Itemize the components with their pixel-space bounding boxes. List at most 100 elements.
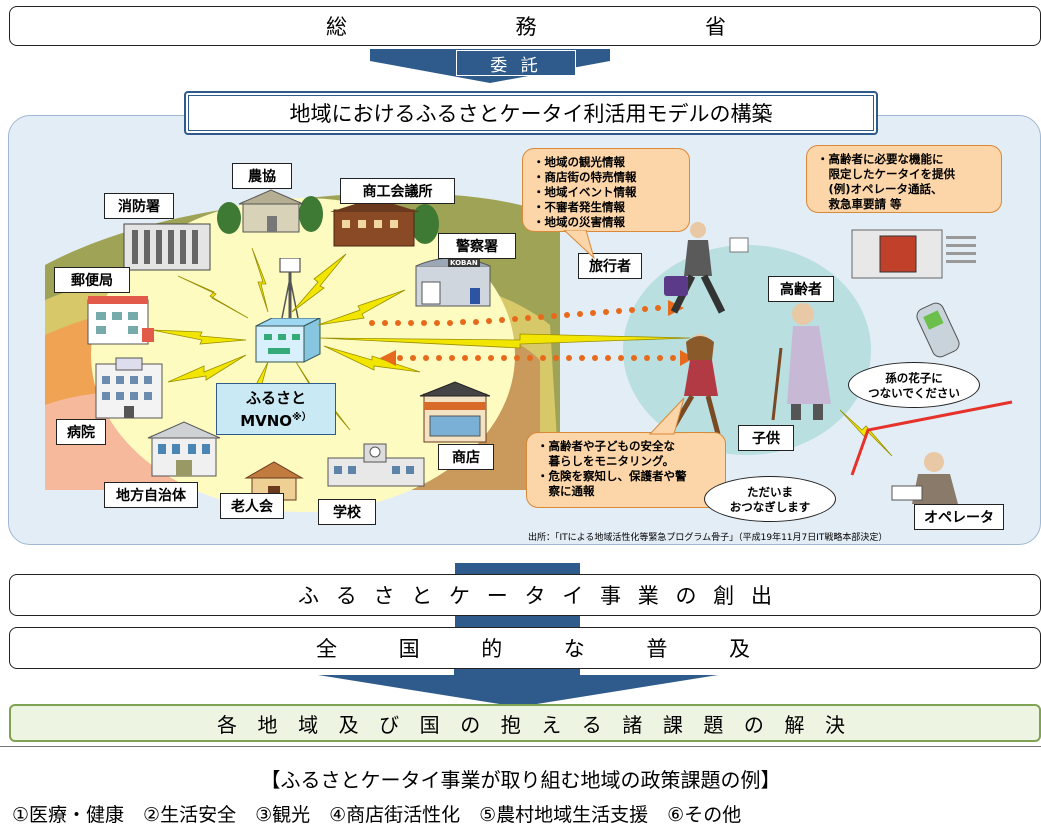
label-nokyo: 農協 <box>232 163 292 189</box>
label-rojinkai: 老人会 <box>220 493 284 519</box>
label-child: 子供 <box>738 425 794 451</box>
handset-phone-icon <box>851 229 976 279</box>
commission-label-box: 委 託 <box>456 50 576 76</box>
model-title-box: 地域におけるふるさとケータイ利活用モデルの構築 <box>184 91 878 135</box>
label-shoten: 商店 <box>438 444 494 470</box>
network-tower <box>279 258 301 319</box>
callout-line: 限定したケータイを提供 <box>817 167 955 181</box>
callout-tourism-info: ・地域の観光情報 ・商店街の特売情報 ・地域イベント情報 ・不審者発生情報 ・地… <box>522 148 690 232</box>
spread-char: 国 <box>398 637 420 661</box>
creation-char: ケ <box>449 584 470 608</box>
callout-tail <box>563 230 595 260</box>
callout-line: ・危険を察知し、保護者や警 <box>537 469 687 483</box>
label-keisatsusho: 警察署 <box>438 233 516 259</box>
creation-char: 創 <box>713 584 735 608</box>
creation-char: 事 <box>600 584 621 608</box>
creation-char: タ <box>524 584 546 608</box>
nokyo-building-icon <box>217 189 323 234</box>
callout-line: ・地域イベント情報 <box>533 185 637 199</box>
callout-line: ・高齢者に必要な機能に <box>817 152 944 166</box>
solution-char: え <box>541 712 562 737</box>
shop-icon <box>419 381 491 443</box>
creation-char: ふ <box>298 584 319 608</box>
divider <box>0 746 1041 747</box>
callout-line: 暮らしをモニタリング。 <box>537 454 675 468</box>
creation-char: さ <box>373 584 395 608</box>
label-chiho: 地方自治体 <box>104 482 198 508</box>
callout-line: 救急車要請 等 <box>817 197 902 211</box>
solution-char: 決 <box>824 712 845 737</box>
solution-char: 題 <box>703 712 724 737</box>
solution-char: 地 <box>257 712 278 737</box>
phone-icon <box>916 302 960 358</box>
solution-char: の <box>460 712 481 737</box>
creation-char: 出 <box>751 584 772 608</box>
creation-char: イ <box>562 584 584 608</box>
elderly-figure <box>771 303 831 421</box>
source-note: 出所：「ITによる地域活性化等緊急プログラム骨子」（平成19年11月7日IT戦略… <box>528 533 888 543</box>
spread-char: 普 <box>646 637 668 661</box>
mvno-line-2: MVNO <box>240 412 293 430</box>
solution-char: 各 <box>217 712 237 737</box>
solution-arrow <box>318 669 718 707</box>
mvno-label-box: ふるさと MVNO※） <box>216 383 336 435</box>
spread-char: 的 <box>481 637 503 661</box>
label-shokokai: 商工会議所 <box>340 178 455 204</box>
child-figure <box>669 334 721 435</box>
label-byoin: 病院 <box>56 419 106 445</box>
callout-line: ・地域の災害情報 <box>533 215 625 229</box>
creation-char: 業 <box>637 584 659 608</box>
ministry-bar: 総 務 省 <box>9 6 1041 46</box>
solution-char: る <box>581 712 602 737</box>
city-hall-icon <box>147 421 221 477</box>
bubble-line: つないでください <box>868 386 960 400</box>
callout-line: ・地域の観光情報 <box>533 155 625 169</box>
mvno-building <box>255 318 321 363</box>
bubble-line: おつなぎします <box>729 500 811 514</box>
solution-char: 諸 <box>622 712 643 737</box>
hospital-icon <box>95 357 163 419</box>
callout-line: 察に通報 <box>537 484 595 498</box>
flow-connector <box>455 563 580 575</box>
traveler-figure <box>664 222 749 314</box>
school-icon <box>327 443 425 487</box>
callout-line: ・商店街の特売情報 <box>533 170 637 184</box>
creation-text: ふるさとケータイ事業の創出 <box>298 575 772 615</box>
solution-text: 各地域及び国の抱える諸課題の解決 <box>217 706 845 740</box>
commission-label: 委 託 <box>490 55 542 76</box>
solution-char: び <box>379 712 400 737</box>
chamber-building-icon <box>330 198 439 247</box>
solution-char: 解 <box>784 712 805 737</box>
policy-items: ①医療・健康 ②生活安全 ③観光 ④商店街活性化 ⑤農村地域生活支援 ⑥その他 <box>12 804 742 826</box>
post-office-icon <box>87 296 154 345</box>
label-traveler: 旅行者 <box>578 253 642 279</box>
bubble-line: ただいま <box>747 485 793 499</box>
ministry-char: 省 <box>705 15 726 39</box>
ministry-char: 総 <box>326 15 347 39</box>
creation-char: と <box>411 584 433 608</box>
callout-tail <box>648 397 685 435</box>
spread-text: 全国的な普及 <box>316 628 750 668</box>
callout-safety-monitoring: ・高齢者や子どもの安全な 暮らしをモニタリング。 ・危険を察知し、保護者や警 察… <box>526 432 726 508</box>
creation-char: の <box>675 584 697 608</box>
policy-title: 【ふるさとケータイ事業が取り組む地域の政策課題の例】 <box>260 768 781 792</box>
creation-bar: ふるさとケータイ事業の創出 <box>9 574 1041 616</box>
creation-char: ー <box>486 584 508 608</box>
callout-line: (例)オペレータ通話、 <box>817 182 943 196</box>
mvno-note: ※） <box>292 412 312 423</box>
label-elderly: 高齢者 <box>768 276 834 302</box>
solution-char: 域 <box>298 712 319 737</box>
bubble-line: 孫の花子に <box>885 371 943 385</box>
spread-bar: 全国的な普及 <box>9 627 1041 669</box>
solution-char: の <box>743 712 764 737</box>
solution-char: 及 <box>338 712 359 737</box>
solution-char: 課 <box>662 712 683 737</box>
spread-char: 及 <box>728 637 750 661</box>
koban-sign: KOBAN <box>448 259 480 267</box>
bubble-grandchild: 孫の花子に つないでください <box>848 362 980 408</box>
operator-figure <box>891 452 958 504</box>
callout-line: ・不審者発生情報 <box>533 200 625 214</box>
spread-char: な <box>563 637 585 661</box>
solution-bar: 各地域及び国の抱える諸課題の解決 <box>9 704 1041 742</box>
